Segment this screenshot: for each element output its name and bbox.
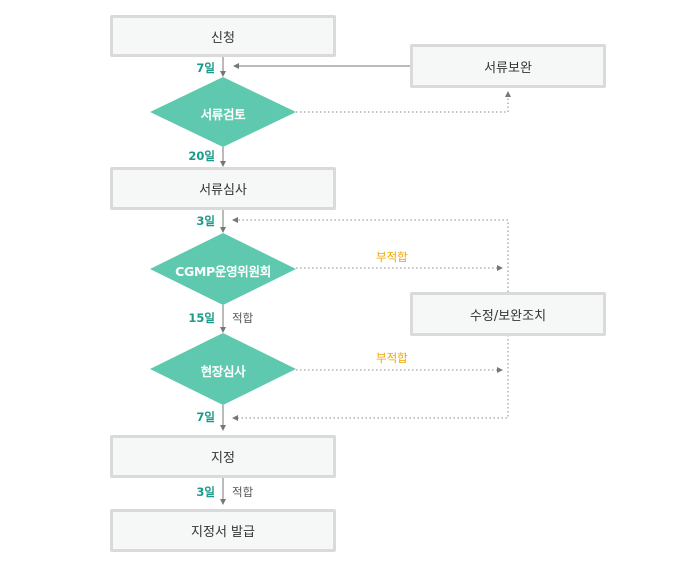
node-doc-supplement: 서류보완 xyxy=(410,44,606,88)
node-designation: 지정 xyxy=(110,435,336,478)
node-fix: 수정/보완조치 xyxy=(410,292,606,336)
node-apply: 신청 xyxy=(110,15,336,57)
diamond-site-exam-label: 현장심사 xyxy=(200,364,246,379)
duration-label: 3일 xyxy=(196,214,215,228)
result-pass-label: 적합 xyxy=(232,311,254,325)
diamond-site-exam xyxy=(150,333,296,405)
node-fix-label: 수정/보완조치 xyxy=(469,308,547,324)
diamond-doc-review xyxy=(150,77,296,147)
node-doc-supplement-label: 서류보완 xyxy=(484,60,532,76)
node-issue-label: 지정서 발급 xyxy=(191,525,255,540)
node-issue: 지정서 발급 xyxy=(110,509,336,552)
diamond-committee-label: CGMP운영위원회 xyxy=(175,264,271,279)
duration-label: 3일 xyxy=(196,485,215,499)
diamond-doc-review-label: 서류검토 xyxy=(200,107,246,122)
diamond-committee xyxy=(150,233,296,305)
result-fail-label: 부적합 xyxy=(376,250,408,264)
duration-label: 15일 xyxy=(188,311,215,325)
duration-label: 7일 xyxy=(196,410,215,424)
node-doc-exam-label: 서류심사 xyxy=(199,183,247,198)
node-apply-label: 신청 xyxy=(211,30,235,46)
result-fail-label: 부적합 xyxy=(376,351,408,365)
duration-label: 20일 xyxy=(188,149,215,163)
connector-fix-return-top xyxy=(232,217,509,292)
result-pass-label: 적합 xyxy=(232,485,254,499)
node-doc-exam: 서류심사 xyxy=(110,167,336,210)
duration-label: 7일 xyxy=(196,61,215,75)
node-designation-label: 지정 xyxy=(211,451,235,466)
connector-review-supplement xyxy=(296,91,511,113)
